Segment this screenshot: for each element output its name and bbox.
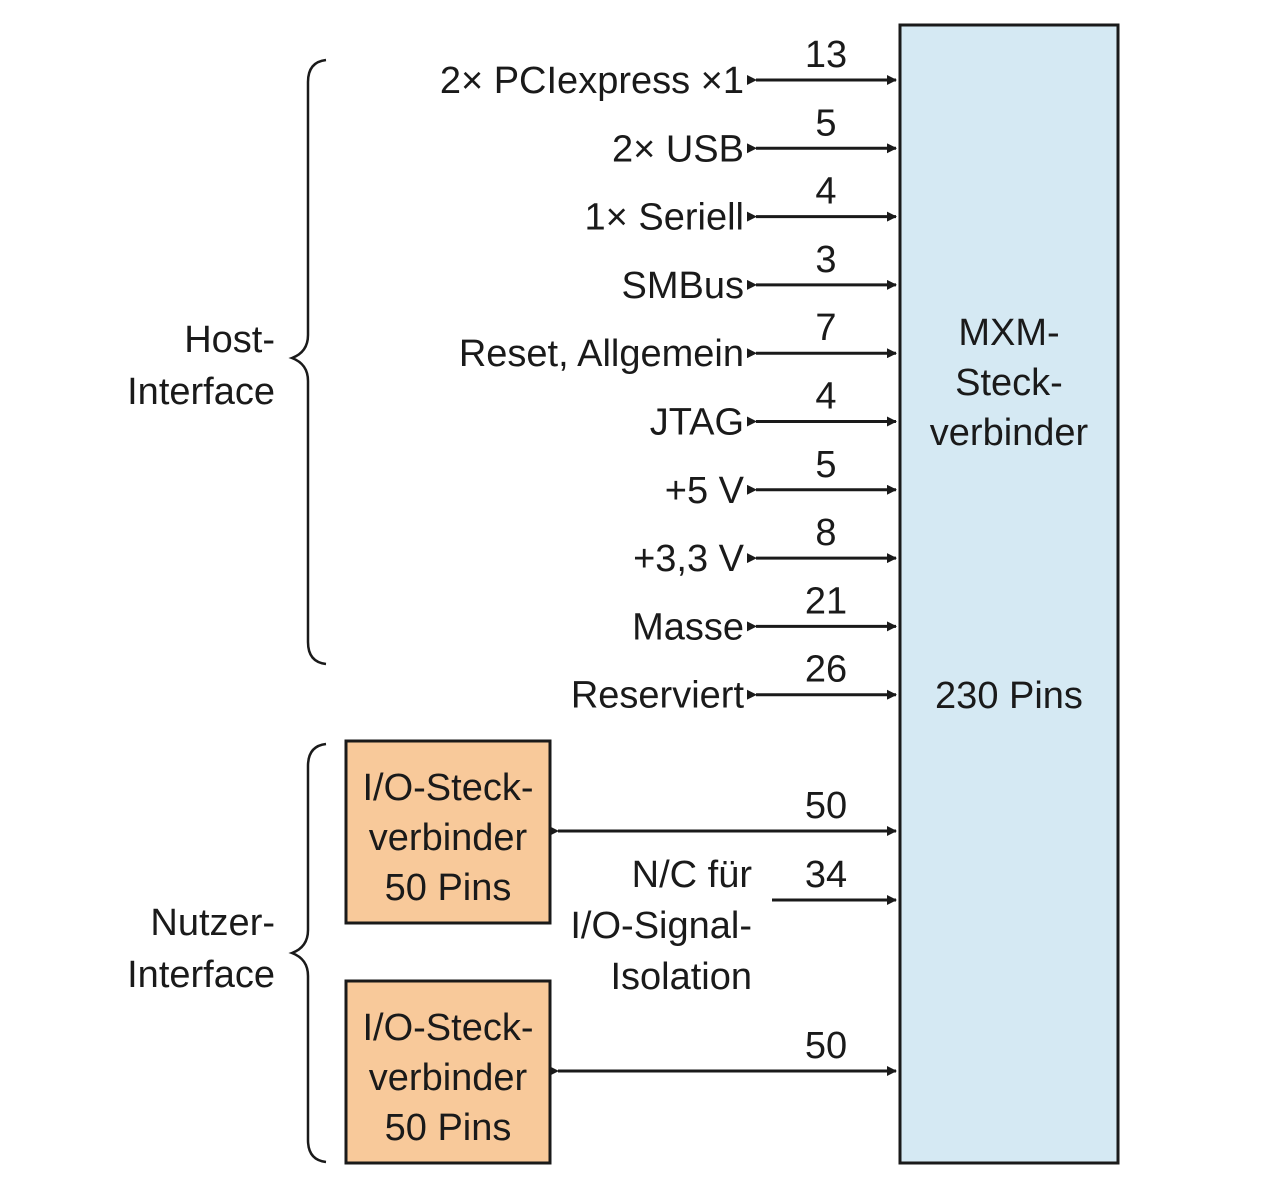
user-interface-label-line-1: Nutzer- (150, 902, 275, 944)
host-signal-pin-count-6: 4 (815, 376, 836, 418)
mxm-connector-box (898, 23, 1120, 1165)
host-signal-pin-count-1: 13 (805, 34, 847, 76)
io-connector-1-line-3: 50 Pins (385, 867, 512, 909)
host-signal-pin-count-3: 4 (815, 171, 836, 213)
io-connector-2-pin-count: 50 (805, 1025, 847, 1067)
mxm-title-line-1: MXM- (958, 312, 1059, 354)
host-signal-pin-count-7: 5 (815, 444, 836, 486)
host-signal-label-6: JTAG (650, 402, 744, 444)
io-connector-2-line-3: 50 Pins (385, 1107, 512, 1149)
host-signal-pin-count-10: 26 (805, 649, 847, 691)
io-connector-2-line-1: I/O-Steck- (362, 1007, 533, 1049)
host-signal-label-7: +5 V (665, 470, 745, 512)
host-signal-pin-count-2: 5 (815, 102, 836, 144)
mxm-title-line-3: verbinder (930, 412, 1089, 454)
host-signal-pin-count-8: 8 (815, 512, 836, 554)
nc-isolation-pin-count: 34 (805, 854, 847, 896)
user-interface-brace (288, 742, 327, 1164)
io-connector-2-line-2: verbinder (369, 1057, 528, 1099)
mxm-title-line-2: Steck- (955, 362, 1063, 404)
host-signal-label-1: 2× PCIexpress ×1 (440, 60, 744, 102)
host-signal-label-2: 2× USB (612, 128, 744, 170)
nc-isolation-label-line-2: I/O-Signal- (570, 905, 752, 947)
io-connector-box-2 (344, 979, 552, 1165)
host-signal-label-9: Masse (632, 606, 744, 648)
host-signal-pin-count-5: 7 (815, 307, 836, 349)
host-interface-label-line-2: Interface (127, 371, 275, 413)
user-interface-label-line-2: Interface (127, 954, 275, 996)
io-connector-1-line-1: I/O-Steck- (362, 767, 533, 809)
mxm-pins-label: 230 Pins (935, 675, 1083, 717)
host-signal-label-5: Reset, Allgemein (459, 333, 744, 375)
host-interface-brace (288, 58, 327, 666)
host-signal-pin-count-9: 21 (805, 580, 847, 622)
nc-isolation-label-line-1: N/C für (632, 854, 753, 896)
io-connector-1-pin-count: 50 (805, 785, 847, 827)
nc-isolation-label-line-3: Isolation (610, 956, 752, 998)
io-connector-1-line-2: verbinder (369, 817, 528, 859)
host-signal-label-4: SMBus (622, 265, 744, 307)
host-signal-label-10: Reserviert (571, 675, 745, 717)
host-signal-pin-count-4: 3 (815, 239, 836, 281)
host-signal-label-3: 1× Seriell (585, 197, 744, 239)
host-signal-label-8: +3,3 V (633, 538, 745, 580)
host-interface-label-line-1: Host- (184, 319, 275, 361)
